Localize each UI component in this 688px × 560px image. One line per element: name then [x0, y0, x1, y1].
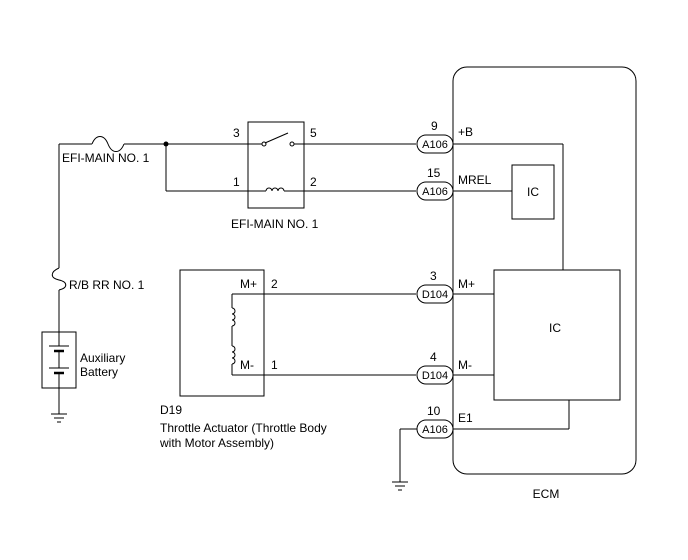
- signal-label: +B: [458, 125, 473, 139]
- ic-large-label: IC: [549, 321, 561, 335]
- fuse-label: EFI-MAIN NO. 1: [62, 151, 150, 165]
- signal-label: MREL: [458, 173, 492, 187]
- motor-coil-lower: [231, 345, 236, 365]
- actuator-id: D19: [160, 403, 182, 417]
- relay-pin-3: 3: [233, 126, 240, 140]
- relay-switch-blade: [264, 132, 289, 144]
- ecm-box: [452, 66, 637, 475]
- relay-pin-1: 1: [233, 175, 240, 189]
- ic-large-box: [493, 269, 621, 401]
- terminal-number: 4: [430, 350, 437, 364]
- actuator-pin-1: 1: [271, 358, 278, 372]
- ground-symbol-ecm: [392, 481, 408, 491]
- actuator-pin-2: 2: [271, 277, 278, 291]
- connector-label: D104: [422, 289, 448, 301]
- connector-label: D104: [422, 370, 448, 382]
- relay-label: EFI-MAIN NO. 1: [231, 217, 319, 231]
- actuator-label-line1: Throttle Actuator (Throttle Body: [160, 421, 327, 435]
- ic-small-label: IC: [527, 185, 539, 199]
- efi-main-fuse-symbol: [91, 136, 125, 152]
- ground-symbol-battery: [51, 413, 67, 423]
- actuator-mminus-label: M-: [240, 358, 254, 372]
- relay-coil-symbol: [265, 187, 285, 192]
- throttle-actuator-box: [179, 269, 265, 397]
- relay-pin-2: 2: [310, 175, 317, 189]
- signal-label: M-: [458, 358, 472, 372]
- battery-label-line1: Auxiliary: [80, 351, 125, 365]
- rb-fuse-label: R/B RR NO. 1: [69, 278, 145, 292]
- battery-label-line2: Battery: [80, 365, 118, 379]
- relay-box: [247, 121, 305, 209]
- terminal-number: 10: [427, 404, 441, 418]
- relay-pin-5: 5: [310, 126, 317, 140]
- battery-symbol: [49, 332, 69, 388]
- connector-label: A106: [422, 186, 448, 198]
- terminal-number: 15: [427, 166, 441, 180]
- ic-small-box: [511, 164, 555, 220]
- ecm-label: ECM: [533, 487, 560, 501]
- connector-label: A106: [422, 139, 448, 151]
- terminal-number: 9: [431, 119, 438, 133]
- signal-label: E1: [458, 411, 473, 425]
- rb-rr-fuse-symbol: [51, 267, 67, 291]
- actuator-label-line2: with Motor Assembly): [159, 436, 274, 450]
- terminal-number: 3: [430, 269, 437, 283]
- connector-label: A106: [422, 424, 448, 436]
- actuator-mplus-label: M+: [240, 277, 257, 291]
- signal-label: M+: [458, 277, 475, 291]
- motor-coil-upper: [231, 307, 236, 327]
- relay-contact-right: [289, 141, 295, 147]
